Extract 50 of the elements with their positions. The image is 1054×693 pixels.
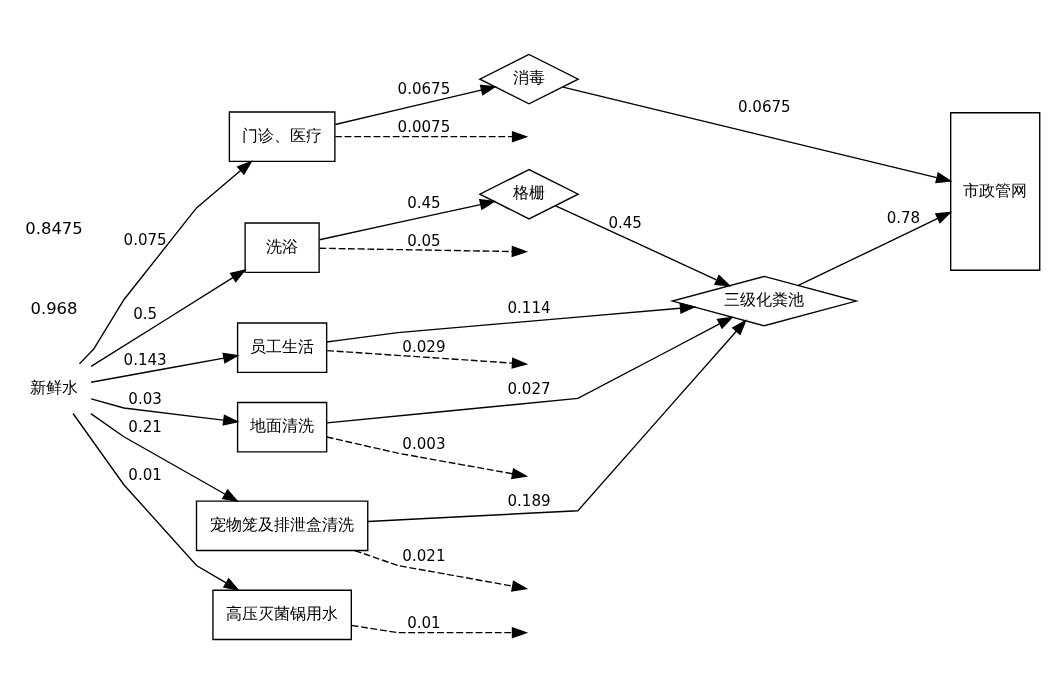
edge-label: 0.021 [402,546,446,565]
node-box: 地面清洗 [236,401,328,452]
node-box: 门诊、医疗 [228,110,336,162]
edge-label: 0.0075 [397,117,451,136]
arrow [326,435,529,479]
arrow [90,268,247,367]
arrow [318,198,497,240]
arrow [90,352,240,383]
edge-label: 0.143 [123,350,167,369]
edge-label: 0.003 [402,434,446,453]
edge-label: 0.01 [407,613,441,632]
node-box: 员工生活 [236,321,328,373]
node-text: 新鲜水 [30,377,78,397]
arrow [318,245,529,257]
edge-label: 0.78 [886,208,921,227]
edge-label: 0.03 [128,389,162,408]
arrow [555,204,732,287]
arrow [562,85,953,183]
edge-label: 0.05 [407,231,441,250]
label: 0.968 [30,298,78,318]
arrow [326,315,734,424]
node-box: 洗浴 [244,221,320,273]
arrow [334,84,498,125]
edge-label: 0.029 [402,337,446,356]
edge-label: 0.5 [133,304,158,323]
edge-label: 0.189 [507,491,551,510]
node-box: 宠物笼及排泄盒清洗 [195,499,369,551]
arrow [326,302,697,343]
arrow [326,349,529,369]
edge-label: 0.21 [128,417,162,436]
node-box: 市政管网 [950,111,1041,271]
edge-label: 0.01 [128,465,162,484]
arrow [334,130,529,142]
arrow [90,397,240,426]
edge-label: 0.075 [123,230,167,249]
edge-label: 0.0675 [397,79,451,98]
edge-label: 0.45 [608,213,642,232]
arrow [350,624,529,638]
arrow [797,211,953,286]
edge-label: 0.114 [507,298,551,317]
edge-label: 0.027 [507,379,551,398]
label: 0.8475 [25,218,83,238]
arrow [90,412,239,502]
arrow [78,159,253,365]
edge-label: 0.0675 [737,97,791,116]
arrow [367,318,747,522]
edge-label: 0.45 [407,193,441,212]
arrow [353,549,529,592]
arrow [72,412,240,591]
node-box: 高压灭菌锅用水 [212,589,352,640]
